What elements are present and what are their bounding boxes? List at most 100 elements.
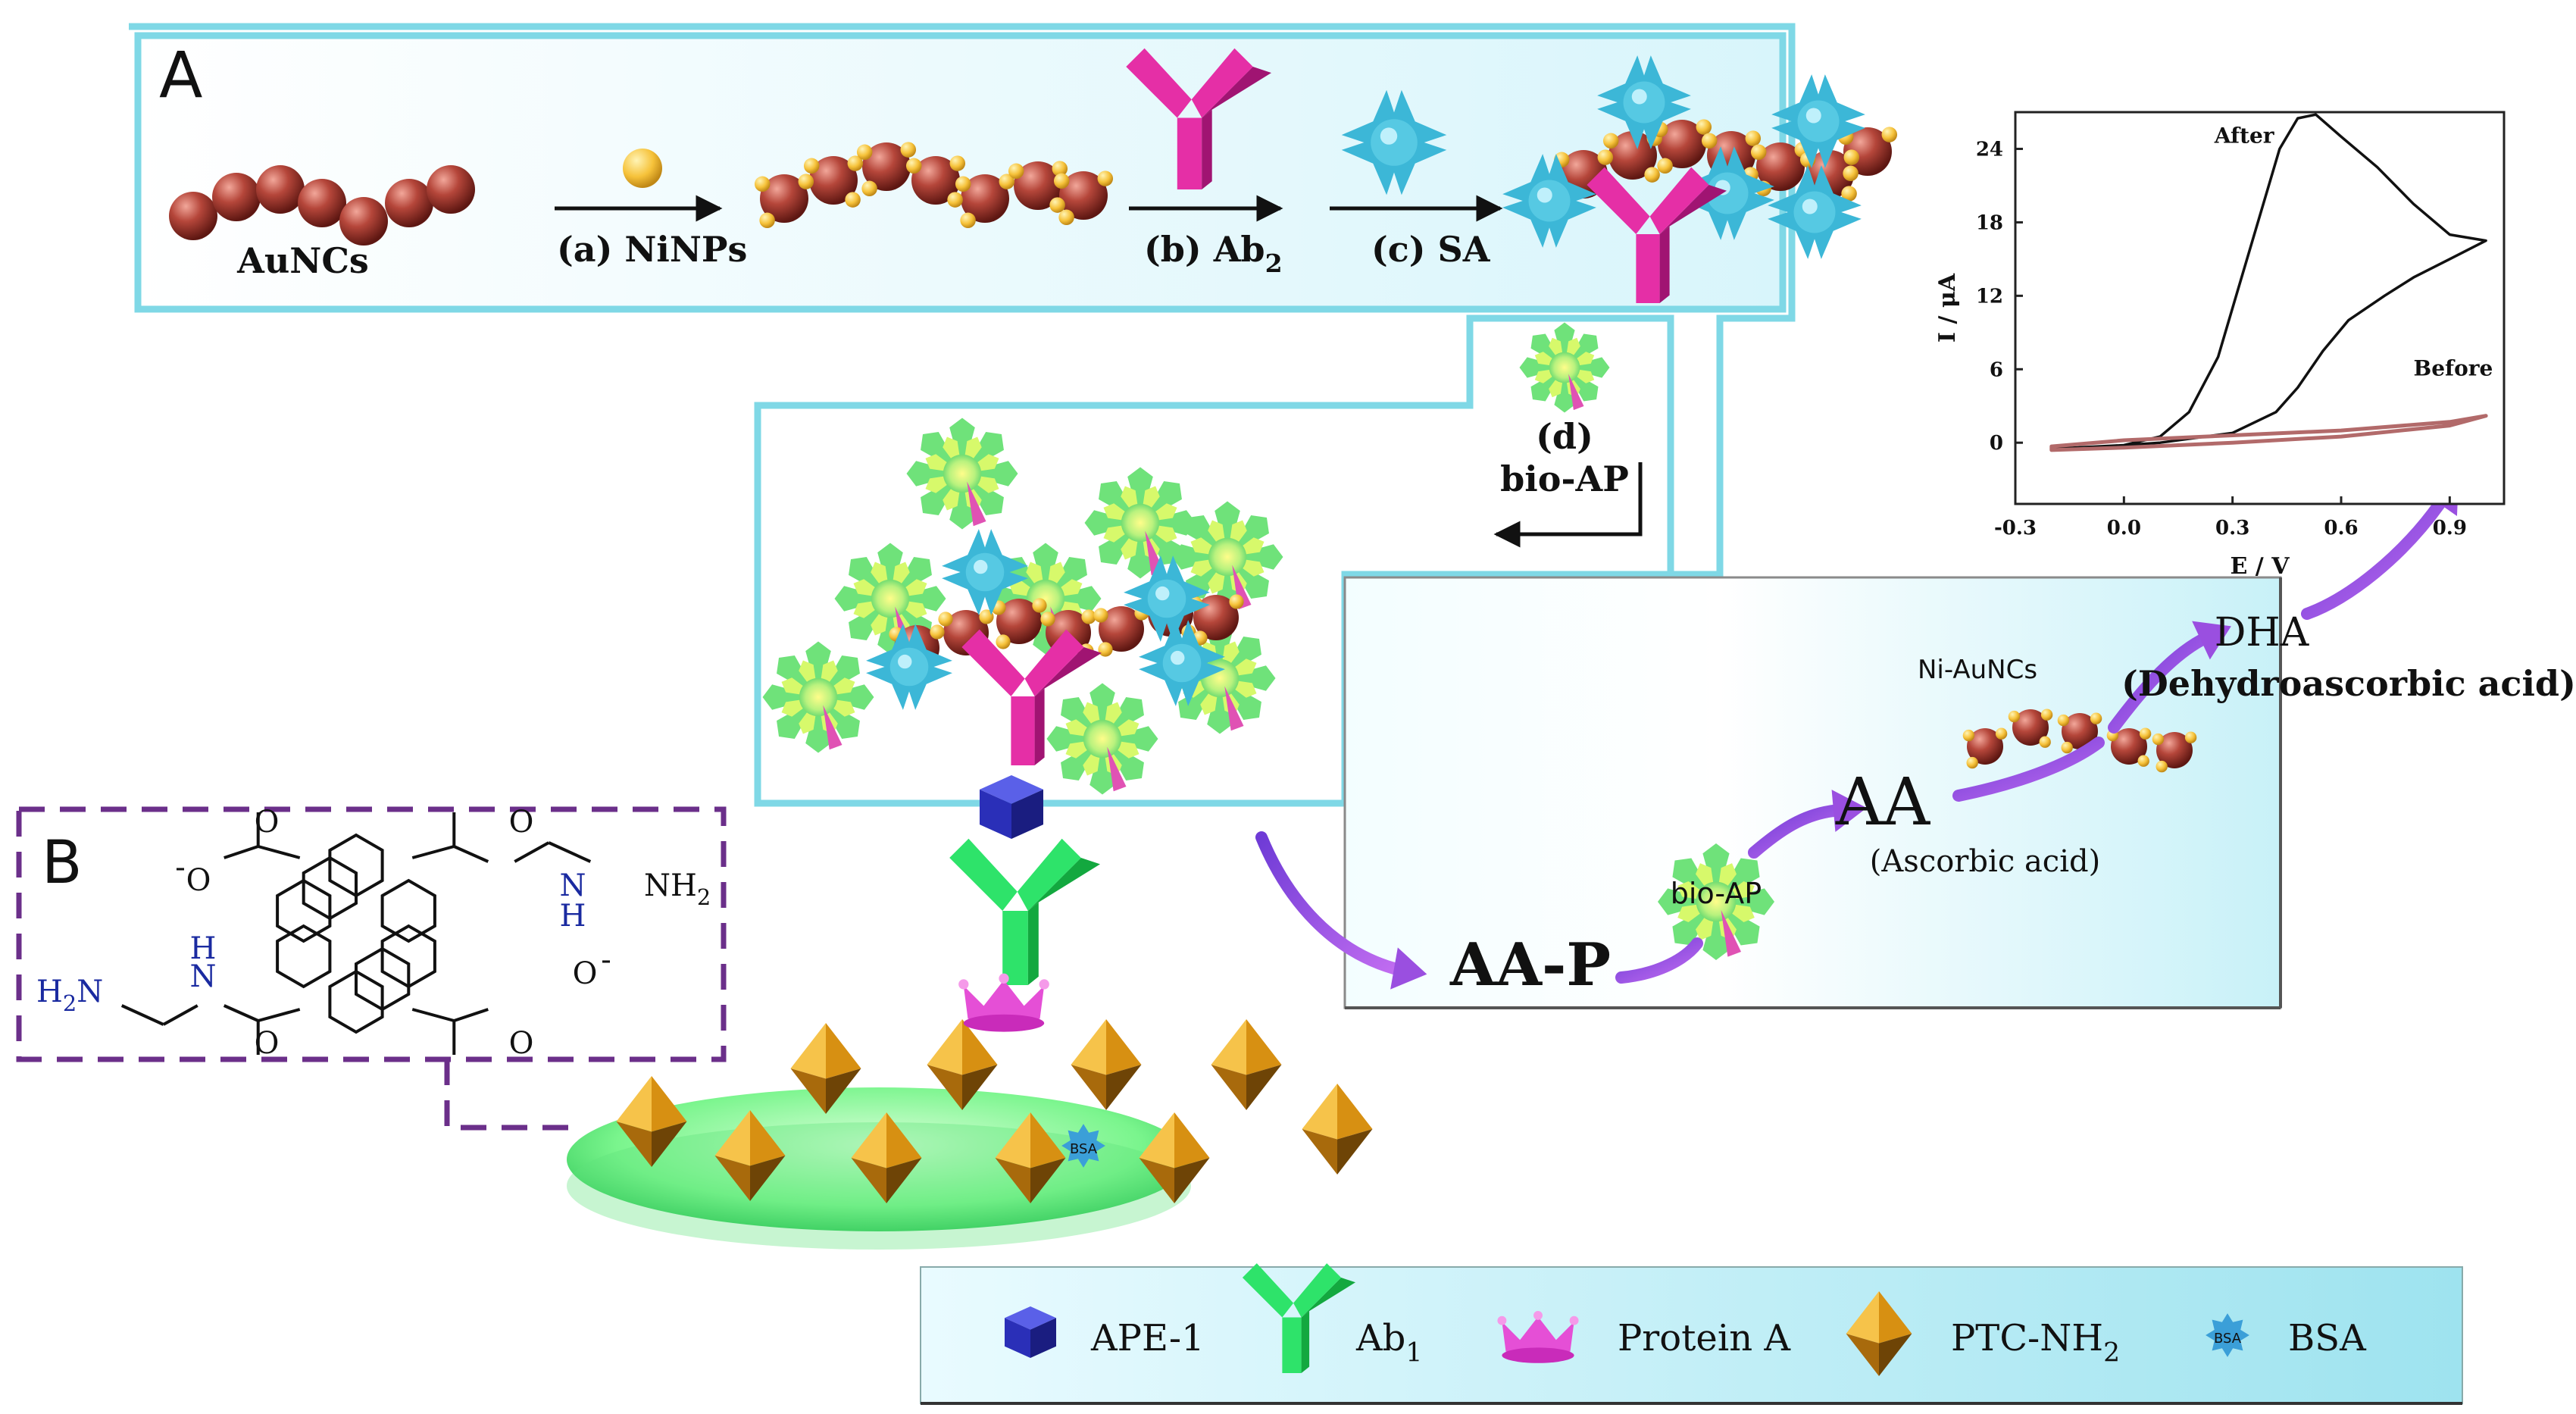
gold-nanocluster [1756, 142, 1805, 191]
octa-face [995, 1112, 1030, 1168]
nickel-nanoparticle [845, 192, 861, 208]
nickel-nanoparticle [2090, 712, 2102, 724]
nickel-nanoparticle [1966, 756, 1978, 769]
chem-atom: O [255, 805, 280, 840]
arrow-aa-to-nicat [1952, 737, 2105, 802]
cube-left [1005, 1318, 1030, 1358]
ap-petal [805, 697, 831, 753]
nickel-nanoparticle [1843, 149, 1860, 165]
octa-face [714, 1156, 750, 1201]
nickel-nanoparticle [2139, 727, 2152, 740]
ap-petal [1702, 843, 1730, 902]
nickel-nanoparticle [847, 155, 864, 171]
ap-petal [1519, 357, 1565, 378]
cv-series-label: Before [2414, 355, 2493, 380]
cv-x-tick-label: 0.9 [2433, 517, 2467, 540]
bsa-star [2206, 1313, 2249, 1357]
nickel-nanoparticle [1843, 165, 1859, 182]
ring [276, 878, 332, 943]
cv-x-tick-label: 0.0 [2107, 517, 2141, 540]
dha-full-label: (Dehydroascorbic acid) [2121, 663, 2576, 704]
nickel-nanoparticle [979, 609, 994, 624]
crown-jewel [1039, 979, 1049, 990]
antibody-ab2-step [1126, 48, 1271, 189]
sa-highlight [974, 559, 988, 574]
ap-petal [1046, 726, 1102, 752]
bond [514, 841, 550, 863]
nickel-nanoparticle [1841, 186, 1857, 202]
bio-ap-enzyme [1046, 683, 1158, 795]
nickel-nanoparticle [798, 174, 814, 189]
octa-face [995, 1158, 1030, 1203]
nickel-nanoparticle [1696, 119, 1712, 135]
octa-face [851, 1158, 886, 1203]
ap-petal [962, 461, 1018, 486]
biotin-tail [1107, 746, 1127, 792]
octa-face [616, 1076, 652, 1132]
arrow-aa-p-to-ap [1615, 937, 1703, 984]
nickel-nanoparticle [1008, 163, 1024, 180]
antibody-ab2-conjugate [1587, 167, 1727, 303]
nickel-nanoparticle [996, 634, 1011, 649]
ap-core [1208, 537, 1247, 577]
bond [453, 1008, 489, 1022]
ap-core [1549, 352, 1580, 383]
nickel-nanoparticle [754, 176, 771, 192]
antibody-arm-right [1649, 167, 1709, 234]
step-a-label: (a) NiNPs [557, 229, 747, 270]
aunc-label: AuNCs [236, 240, 369, 281]
biotin-tail [1568, 374, 1584, 411]
gold-nanocluster [256, 165, 305, 214]
streptavidin [1768, 165, 1862, 259]
ap-petal [1657, 888, 1716, 915]
nickel-nanoparticle [856, 144, 873, 161]
arrowhead-to-aa-p [1390, 947, 1427, 990]
antibody-arm-right-side [1202, 67, 1271, 118]
ring [276, 924, 332, 989]
bond [411, 1008, 455, 1022]
nickel-nanoparticle [2040, 709, 2053, 721]
gold-nanocluster [2062, 713, 2098, 749]
panel-reaction-box [1343, 576, 2282, 1009]
streptavidin [1341, 89, 1447, 196]
streptavidin [1771, 74, 1865, 168]
nickel-nanoparticle [2152, 733, 2165, 746]
nickel-nanoparticle [1058, 209, 1074, 226]
nickel-nanoparticle [1995, 727, 2008, 740]
cv-y-tick-label: 12 [1976, 285, 2003, 308]
nickel-nanoparticle [759, 212, 775, 229]
panel-a-inner [134, 32, 1787, 313]
label-subscript: 2 [2103, 1337, 2120, 1368]
antibody-stem [1177, 117, 1202, 189]
label-main: NH [644, 868, 697, 903]
ap-core [799, 677, 838, 717]
ni-aunc-chain [754, 142, 1114, 229]
nickel-nanoparticle [1032, 598, 1047, 613]
bond [548, 841, 592, 863]
aunc-chain [169, 165, 475, 246]
crown-jewel [1569, 1315, 1579, 1325]
ptc-nh2-octahedron [1302, 1084, 1373, 1175]
octa-face [1337, 1129, 1373, 1175]
cv-series-label: After [2214, 123, 2275, 148]
nickel-nanoparticle [1881, 127, 1898, 142]
cube-left [980, 789, 1011, 839]
nickel-nanoparticle [1040, 612, 1055, 627]
streptavidin [1502, 154, 1596, 248]
dha-label: DHA [2215, 610, 2310, 655]
chem-charge: - [601, 943, 611, 978]
ptc-nh2-octahedron [1139, 1112, 1210, 1203]
octa-face [616, 1122, 652, 1167]
nickel-nanoparticle [1701, 133, 1718, 149]
bio-ap-enzyme [906, 418, 1018, 530]
ap-petal [1033, 543, 1058, 599]
ap-petal [1227, 544, 1283, 570]
octa-face [1302, 1129, 1337, 1175]
octa-face [927, 1019, 962, 1075]
ap-petal [1716, 888, 1775, 915]
octa-face [1246, 1019, 1282, 1075]
nickel-nanoparticle [2156, 760, 2168, 773]
nickel-nanoparticle [2061, 741, 2073, 754]
antibody-stem [1002, 911, 1028, 985]
